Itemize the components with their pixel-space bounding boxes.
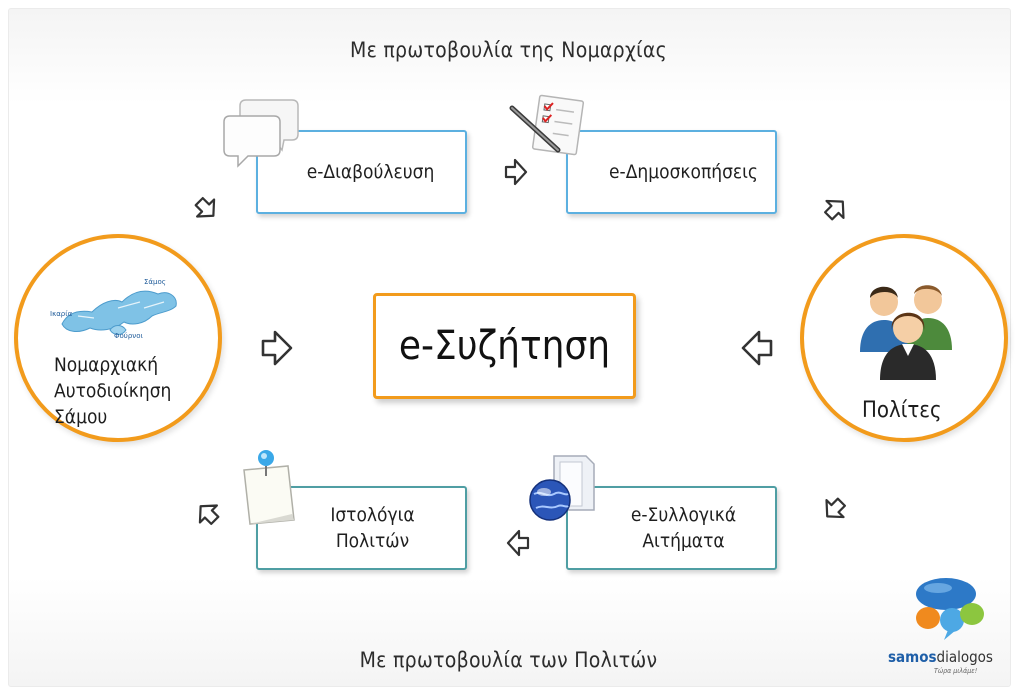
e-discussion-box: e-Συζήτηση xyxy=(373,293,636,399)
e-polls-label: e-Δημοσκοπήσεις xyxy=(609,161,758,183)
map-label-fournoi: Φούρνοι xyxy=(114,332,143,340)
logo-tagline: Τώρα μιλάμε! xyxy=(934,667,978,675)
e-consultation-box: e-Διαβούλευση xyxy=(256,130,467,214)
e-petitions-box: e-Συλλογικά Αιτήματα xyxy=(566,486,777,570)
arrow-up-left-icon xyxy=(198,504,220,525)
prefecture-node xyxy=(14,234,222,442)
samosdialogos-logo: samosdialogos xyxy=(888,648,993,666)
logo-brand-light: dialogos xyxy=(936,648,993,666)
e-consultation-label: e-Διαβούλευση xyxy=(306,161,435,183)
e-petitions-label: e-Συλλογικά Αιτήματα xyxy=(630,504,737,552)
globe-folder-icon xyxy=(529,455,595,521)
arrow-to-center-right-icon xyxy=(741,330,773,366)
logo-brand-strong: samos xyxy=(888,648,937,666)
e-polls-box: e-Δημοσκοπήσεις xyxy=(566,130,777,214)
arrow-down-left-icon xyxy=(194,197,216,218)
samos-map-icon: Σάμος Ικαρία Φούρνοι xyxy=(50,278,177,340)
samosdialogos-logo-icon xyxy=(916,578,984,640)
map-label-samos: Σάμος xyxy=(144,278,166,286)
arrow-to-center-left-icon xyxy=(261,330,293,366)
arrow-left-icon xyxy=(506,529,530,557)
citizens-label: Πολίτες xyxy=(862,398,942,423)
top-caption: Με πρωτοβουλία της Νομαρχίας xyxy=(349,38,668,62)
bottom-caption: Με πρωτοβουλία των Πολιτών xyxy=(359,648,658,672)
citizens-icon xyxy=(860,285,952,380)
arrow-down-right-icon xyxy=(825,497,846,519)
arrow-up-right-icon xyxy=(824,199,845,221)
speech-bubbles-icon xyxy=(223,99,299,168)
prefecture-label: Νομαρχιακή Αυτοδιοίκηση Σάμου xyxy=(54,354,172,428)
arrow-right-icon xyxy=(504,158,528,186)
map-label-ikaria: Ικαρία xyxy=(50,310,73,318)
citizen-blogs-label: Ιστολόγια Πολιτών xyxy=(330,504,415,552)
checklist-pen-icon xyxy=(509,94,585,156)
pinned-note-icon xyxy=(243,450,295,525)
